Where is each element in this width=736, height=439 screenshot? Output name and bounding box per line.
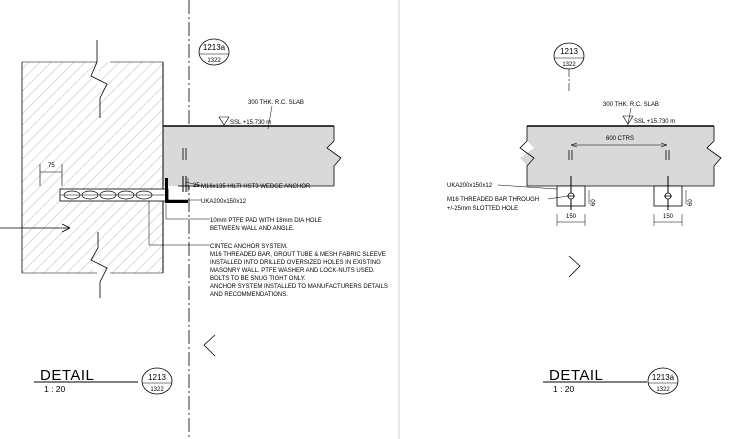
svg-text:CINTEC ANCHOR SYSTEM.: CINTEC ANCHOR SYSTEM.: [210, 244, 288, 250]
svg-text:1322: 1322: [656, 387, 670, 393]
dim-25-label: 25: [193, 183, 200, 189]
anchor-label: M16x135 HILTI HST3 WEDGE ANCHOR: [201, 184, 311, 190]
svg-text:150: 150: [663, 214, 674, 220]
section-bubble-top-left: 1213a 1322: [198, 38, 230, 66]
svg-text:1322: 1322: [150, 387, 164, 393]
detail-title: DETAIL: [40, 367, 94, 384]
rc-slab: [162, 125, 342, 187]
detail-title-right-text: DETAIL: [549, 367, 603, 384]
dim-150-left: 150: [556, 214, 586, 226]
svg-text:INSTALLED INTO DRILLED OVERSIZ: INSTALLED INTO DRILLED OVERSIZED HOLES I…: [210, 260, 381, 266]
svg-text:1213a: 1213a: [652, 373, 675, 382]
svg-text:1213a: 1213a: [203, 43, 226, 52]
svg-text:M16 THREADED BAR, GROUT TUBE &: M16 THREADED BAR, GROUT TUBE & MESH FABR…: [210, 252, 386, 258]
slab-label-left: 300 THK. R.C. SLAB: [248, 100, 304, 106]
svg-text:AND RECOMMENDATIONS.: AND RECOMMENDATIONS.: [210, 292, 288, 298]
right-detail: 1213 1322 300 THK. R.C. SLAB SSL +15.730…: [447, 42, 722, 395]
detail-scale-right: 1 : 20: [553, 384, 575, 394]
cut-marker-left: [203, 334, 216, 357]
masonry-wall: [21, 40, 164, 298]
rc-slab-right: [519, 125, 722, 187]
cintec-note: CINTEC ANCHOR SYSTEM. M16 THREADED BAR, …: [210, 244, 388, 298]
angle-label-right: UKA200x150x12: [447, 183, 493, 189]
svg-text:ANCHOR SYSTEM INSTALLED TO MAN: ANCHOR SYSTEM INSTALLED TO MANUFACTURERS…: [210, 284, 388, 290]
dim-150-right: 150: [653, 214, 683, 226]
left-detail: 75: [0, 0, 388, 439]
svg-text:1213: 1213: [148, 373, 166, 382]
detail-scale: 1 : 20: [44, 384, 66, 394]
ssl-marker: SSL +15.730 m: [218, 116, 271, 126]
section-bubble-top-right: 1213 1322: [553, 42, 585, 70]
svg-text:1322: 1322: [562, 62, 576, 68]
pad-label-line-2: BETWEEN WALL AND ANGLE.: [210, 226, 295, 232]
detail-title-left: DETAIL 1 : 20 1213 1322: [34, 367, 173, 395]
ssl-label-left: SSL +15.730 m: [230, 120, 271, 126]
svg-text:BOLTS TO BE SNUG TIGHT ONLY.: BOLTS TO BE SNUG TIGHT ONLY.: [210, 276, 306, 282]
dim-60-left: 60: [591, 199, 597, 206]
pad-label-line-1: 10mm PTFE PAD WITH 18mm DIA HOLE: [210, 218, 322, 224]
dim-600-ctrs: 600 CTRS: [570, 136, 668, 148]
cintec-anchor: [59, 188, 169, 202]
ssl-label-right: SSL +15.730 m: [634, 119, 675, 125]
dim-75: 75: [39, 163, 63, 186]
angle-cleat-right: [653, 176, 683, 210]
angle-cleat-left: [556, 176, 586, 210]
svg-text:MASONRY WALL. PTFE WASHER AND: MASONRY WALL. PTFE WASHER AND LOCK-NUTS …: [210, 268, 375, 274]
dim-60-right: 60: [688, 199, 694, 206]
svg-text:150: 150: [566, 214, 577, 220]
dim-75-label: 75: [48, 163, 55, 169]
slab-label-right: 300 THK. R.C. SLAB: [603, 102, 659, 108]
cut-marker-right: [568, 255, 581, 278]
bar-label-line-1: M16 THREADED BAR THROUGH: [447, 197, 539, 203]
svg-text:1213: 1213: [560, 47, 578, 56]
angle-label-left: UKA200x150x12: [201, 199, 247, 205]
bar-label-line-2: +/-25mm SLOTTED HOLE: [447, 206, 518, 212]
svg-text:1322: 1322: [207, 58, 221, 64]
detail-title-right: DETAIL 1 : 20 1213a 1322: [543, 367, 679, 395]
ctrs-label: 600 CTRS: [606, 136, 634, 142]
